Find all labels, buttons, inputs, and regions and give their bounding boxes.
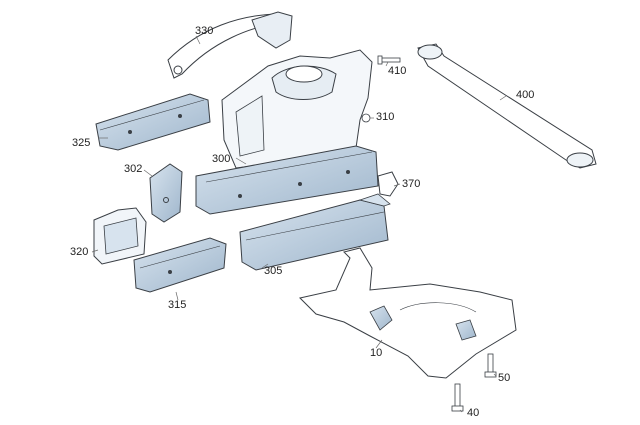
callout-315: 315 xyxy=(168,299,187,311)
callout-40: 40 xyxy=(467,407,480,419)
part-320-reinforcement-plate xyxy=(93,207,147,265)
part-310-nut xyxy=(361,113,371,123)
part-370-bracket xyxy=(377,171,399,197)
leader-315 xyxy=(175,291,179,301)
callout-305: 305 xyxy=(264,265,283,277)
part-330-wheel-arch-panel xyxy=(167,11,293,79)
callout-300: 300 xyxy=(212,153,231,165)
leader-305 xyxy=(261,263,269,269)
callout-325: 325 xyxy=(72,137,91,149)
leader-10 xyxy=(375,339,383,349)
leader-370 xyxy=(393,183,401,187)
leader-50 xyxy=(493,373,497,377)
callout-302: 302 xyxy=(124,163,143,175)
leader-330 xyxy=(195,35,201,45)
part-300-front-end-assembly xyxy=(195,49,379,215)
part-325-side-member-front xyxy=(95,93,211,151)
leader-302 xyxy=(143,169,153,177)
callout-370: 370 xyxy=(402,178,421,190)
leader-410 xyxy=(385,61,389,67)
part-400-strut-tower-brace xyxy=(417,43,597,169)
leader-300 xyxy=(235,157,247,165)
part-50-bolt xyxy=(484,353,497,378)
leader-400 xyxy=(499,95,507,101)
part-302-bracket xyxy=(149,163,183,223)
leader-40 xyxy=(459,409,463,413)
part-410-bolt xyxy=(377,55,401,65)
callout-50: 50 xyxy=(498,372,511,384)
part-315-side-member-rear xyxy=(133,237,227,293)
callout-320: 320 xyxy=(70,246,89,258)
part-40-bolt xyxy=(451,383,464,412)
callout-10: 10 xyxy=(370,347,383,359)
part-10-front-axle-carrier xyxy=(299,247,517,379)
callout-310: 310 xyxy=(376,111,395,123)
callout-400: 400 xyxy=(516,89,535,101)
leader-lines xyxy=(91,35,507,413)
leader-320 xyxy=(91,249,99,253)
part-305-longitudinal-member xyxy=(239,193,391,271)
callout-410: 410 xyxy=(388,65,407,77)
callout-330: 330 xyxy=(195,25,214,37)
